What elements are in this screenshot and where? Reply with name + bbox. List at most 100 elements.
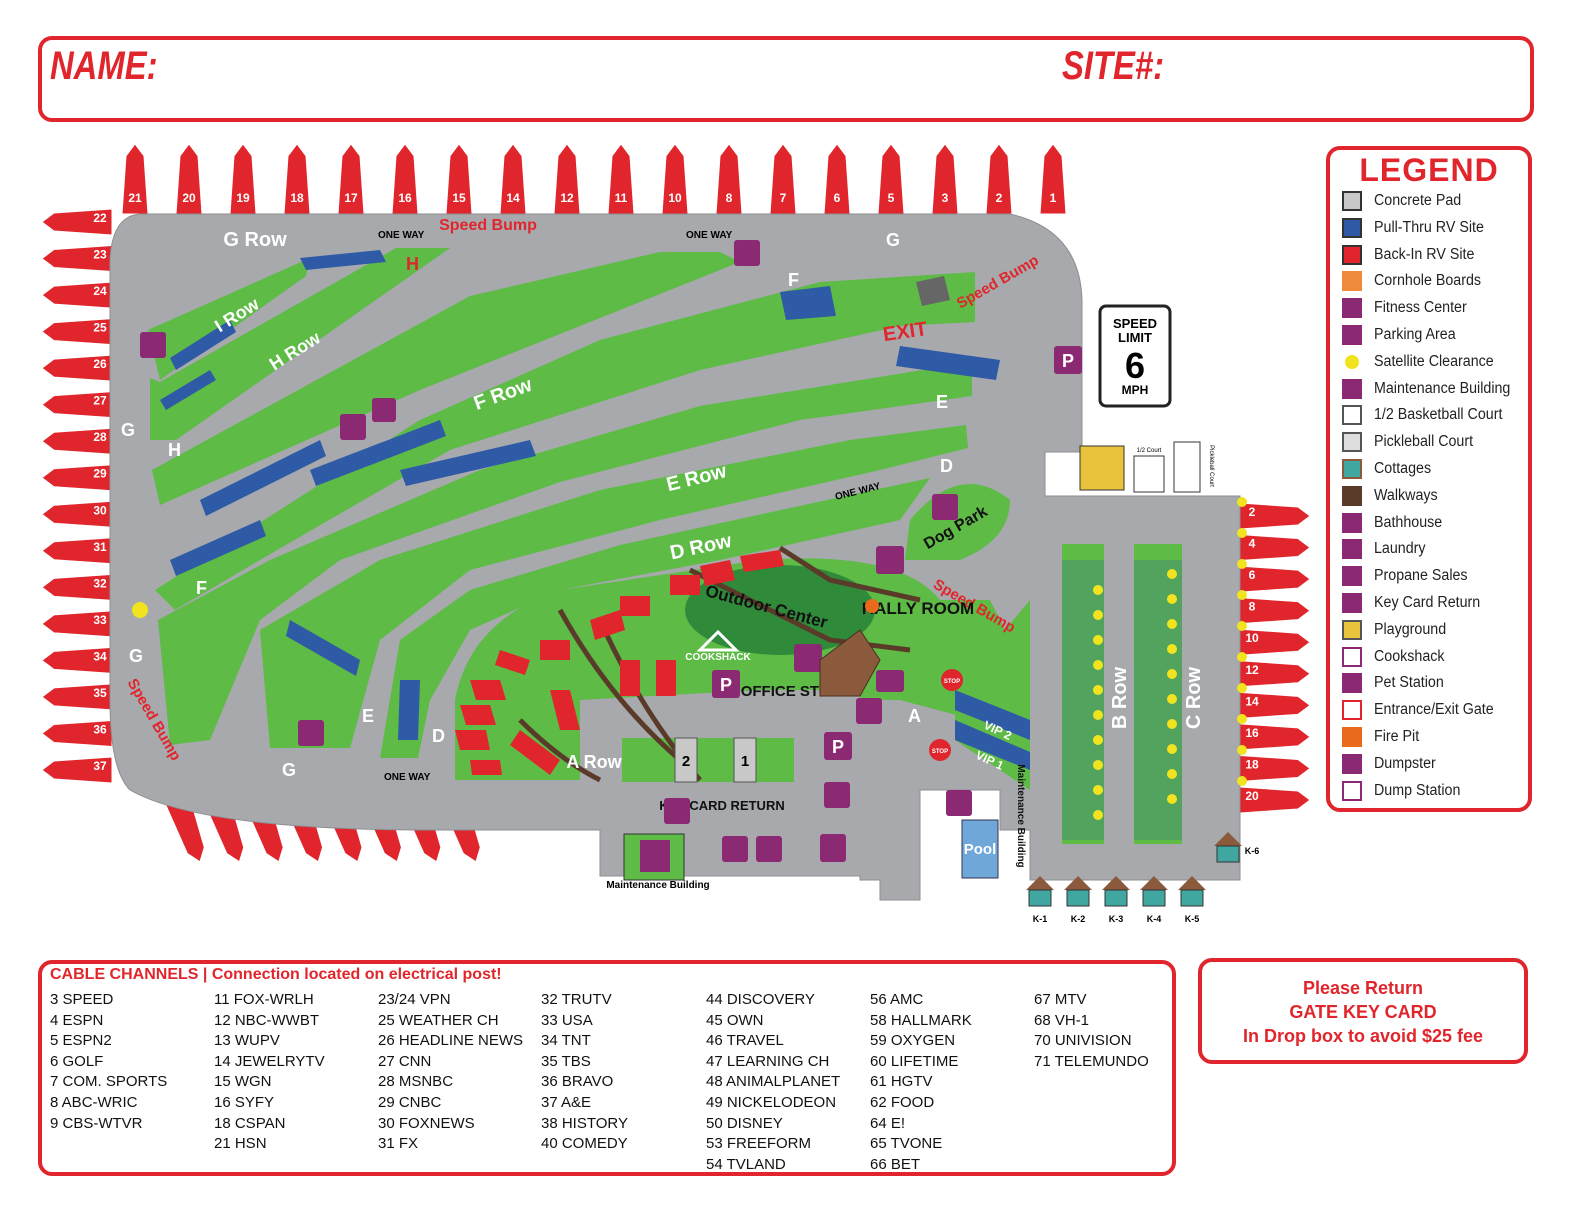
key-card-return-icon[interactable] <box>876 670 904 692</box>
concrete-pad-1 <box>733 737 757 783</box>
satellite-dot <box>1093 685 1103 695</box>
basketball-court[interactable] <box>1133 455 1165 493</box>
legend-label: Cottages <box>1374 460 1432 477</box>
back-in-site-number: 31 <box>93 540 107 554</box>
cable-channel: 65 TVONE <box>870 1135 943 1153</box>
wrench-icon <box>640 840 670 872</box>
speed-bump-top: Speed Bump <box>439 217 537 234</box>
pull-thru-sites <box>160 250 1182 840</box>
pickleball-court[interactable] <box>1173 441 1201 493</box>
legend-label: 1/2 Basketball Court <box>1374 406 1503 424</box>
cookshack-icon <box>1342 646 1362 667</box>
cottage-icon <box>1342 459 1362 479</box>
playground[interactable] <box>1079 445 1125 491</box>
satellite-dot <box>1237 683 1247 693</box>
dump-station-icon[interactable] <box>824 782 850 808</box>
cable-channel: 5 ESPN2 <box>50 1032 112 1050</box>
road-letter-g-bottom: G <box>282 760 296 780</box>
legend-item-dumpster: Dumpster <box>1342 753 1441 775</box>
stop-sign-gate <box>941 669 963 691</box>
cable-channel: 23/24 VPN <box>378 991 451 1008</box>
island-d-row <box>380 478 930 758</box>
accessibility-icon <box>856 698 882 724</box>
cottage-K-2[interactable]: K-2 <box>1064 876 1092 924</box>
parking-icon[interactable]: P <box>1054 346 1082 374</box>
speed-limit-unit: MPH <box>1122 383 1149 397</box>
pool[interactable] <box>961 819 999 879</box>
cottage-label: K-6 <box>1245 846 1260 856</box>
propane-icon[interactable] <box>820 834 846 862</box>
back-in-site-29: 29 <box>41 464 113 492</box>
back-in-site-number: 14 <box>506 191 520 205</box>
road-letter-g-top: G <box>886 230 900 250</box>
cable-channel: 56 AMC <box>870 991 924 1008</box>
bathhouse-icon[interactable] <box>794 644 822 672</box>
bathhouse-icon[interactable] <box>340 414 366 440</box>
back-in-site-number: 3 <box>942 191 949 205</box>
pet-station-icon[interactable] <box>298 720 324 746</box>
dumpster-icon[interactable] <box>756 836 782 862</box>
back-in-site-27: 27 <box>41 391 113 419</box>
cable-channel: 70 UNIVISION <box>1034 1032 1132 1050</box>
cottage-K-4[interactable]: K-4 <box>1140 876 1168 924</box>
cable-channel: 36 BRAVO <box>541 1073 614 1091</box>
legend-label: Bathhouse <box>1374 513 1443 531</box>
playground-icon <box>1342 619 1362 640</box>
back-in-site-10: 10 <box>661 143 689 215</box>
back-in-site-number: 29 <box>93 467 107 481</box>
back-in-site-8: 8 <box>715 143 743 215</box>
pickleball-icon <box>1342 432 1362 453</box>
back-in-site-7: 7 <box>769 143 797 215</box>
cable-channel: 6 GOLF <box>50 1052 104 1070</box>
back-in-site-number: 30 <box>93 503 107 517</box>
fitness-icon[interactable] <box>876 546 904 574</box>
parking-icon[interactable]: P <box>712 670 740 698</box>
cottage-K-3[interactable]: K-3 <box>1102 876 1130 924</box>
basketball-icon <box>1342 405 1362 426</box>
back-in-site-number: 7 <box>780 191 787 205</box>
half-court-label: 1/2 Court <box>1137 448 1162 454</box>
back-in-site-number: 8 <box>1249 600 1256 614</box>
cable-channel: 18 CSPAN <box>214 1114 286 1132</box>
pet-icon <box>1342 673 1362 694</box>
road-letter-d-bottom: D <box>432 726 445 746</box>
cottage-label: K-3 <box>1109 914 1124 924</box>
cable-channel: 37 A&E <box>541 1093 592 1111</box>
dumpster-icon[interactable] <box>722 836 748 862</box>
key-card-return-icon[interactable] <box>664 798 690 824</box>
road-letter-e-bottom: E <box>362 706 374 726</box>
laundry-icon[interactable] <box>372 398 396 422</box>
island-f-north <box>155 272 975 610</box>
back-in-site-31: 31 <box>41 537 113 565</box>
parking-icon[interactable]: P <box>824 732 852 760</box>
back-in-site-6: 6 <box>1239 565 1311 593</box>
cottage-K-6[interactable]: K-6 <box>1214 832 1260 863</box>
key-icon <box>1342 593 1362 613</box>
maintenance-icon[interactable] <box>946 790 972 816</box>
road-letter-f-top: F <box>788 270 799 290</box>
satellite-dot <box>1093 710 1103 720</box>
back-in-site-number: 32 <box>93 576 107 590</box>
office-building[interactable] <box>819 629 881 697</box>
return-line2: GATE KEY CARD <box>1289 1002 1437 1022</box>
pet-station-icon[interactable] <box>734 240 760 266</box>
satellite-clearance-dots <box>132 497 1247 820</box>
island-e-row <box>158 362 972 745</box>
back-in-site-25: 25 <box>41 318 113 346</box>
cable-channel: 34 TNT <box>541 1032 591 1050</box>
cottage-K-1[interactable]: K-1 <box>1026 876 1054 924</box>
propane-icon <box>1342 566 1362 587</box>
back-in-site-17: 17 <box>337 143 365 215</box>
road-letter-e-right: E <box>936 392 948 412</box>
c-row-island <box>1134 544 1182 844</box>
legend-item-walkway: Walkways <box>1342 485 1443 507</box>
parking-letter: P <box>1062 351 1074 371</box>
pet-station-icon[interactable] <box>932 494 958 520</box>
parking-letter: P <box>832 737 844 757</box>
stop-sign-lower-label: STOP <box>932 749 948 755</box>
cottage-K-5[interactable]: K-5 <box>1178 876 1206 924</box>
pet-station-icon[interactable] <box>140 332 166 358</box>
satellite-icon <box>1345 354 1359 369</box>
cable-channel: 26 HEADLINE NEWS <box>378 1032 524 1050</box>
